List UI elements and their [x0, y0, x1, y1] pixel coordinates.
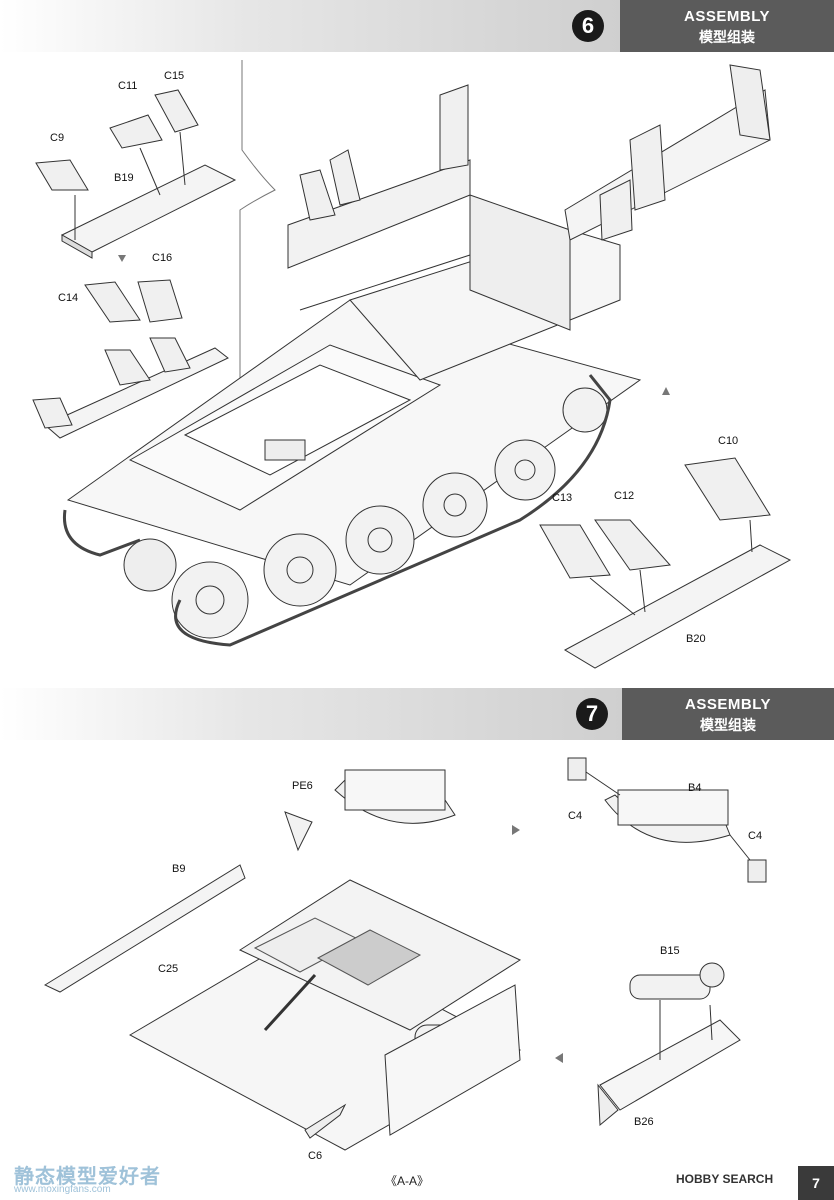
- label-b15: B15: [660, 945, 680, 957]
- step-6-title-box: ASSEMBLY 模型组装: [620, 0, 834, 52]
- label-b9: B9: [172, 863, 186, 875]
- page-tag: 7: [798, 1166, 834, 1200]
- label-c10: C10: [718, 435, 739, 447]
- step-7-number: 7: [576, 698, 608, 730]
- label-c15: C15: [164, 70, 185, 82]
- footer-center-text: 《A-A》: [385, 1174, 430, 1188]
- watermark-url: www.moxingfans.com: [14, 1184, 111, 1195]
- step-7-title-en: ASSEMBLY: [685, 696, 771, 713]
- step-7-header: 7 ASSEMBLY 模型组装: [0, 688, 834, 740]
- step-7-title-cn: 模型组装: [700, 717, 756, 733]
- label-c6: C6: [308, 1150, 323, 1162]
- label-c4-right: C4: [748, 830, 763, 842]
- step-6-header: 6 ASSEMBLY 模型组装: [0, 0, 834, 52]
- step-6-illustration: [32, 60, 792, 669]
- label-c9: C9: [50, 132, 65, 144]
- part-b20-assembly: [539, 457, 792, 669]
- step-7-title-box: ASSEMBLY 模型组装: [622, 688, 834, 740]
- step-6-number: 6: [572, 10, 604, 42]
- label-b19: B19: [114, 172, 134, 184]
- label-c4-left: C4: [568, 810, 583, 822]
- side-plate-right: [564, 64, 771, 241]
- label-b20: B20: [686, 633, 706, 645]
- step-6-title-en: ASSEMBLY: [684, 8, 770, 25]
- hull-body: [62, 159, 642, 647]
- label-c11: C11: [118, 80, 138, 92]
- label-pe6: PE6: [292, 780, 313, 792]
- label-c12: C12: [614, 490, 635, 502]
- hobby-search-logo: HOBBY SEARCH: [676, 1172, 774, 1186]
- step-6-title-cn: 模型组装: [699, 29, 755, 45]
- label-b26: B26: [634, 1116, 654, 1128]
- part-b19-assembled: [32, 279, 229, 439]
- part-b19-assembly: [35, 89, 237, 259]
- label-b4: B4: [688, 782, 702, 794]
- label-c14: C14: [58, 292, 79, 304]
- label-c13: C13: [552, 492, 573, 504]
- label-c25: C25: [158, 963, 179, 975]
- watermark-cn: 静态模型爱好者: [14, 1166, 161, 1188]
- label-c16: C16: [152, 252, 173, 264]
